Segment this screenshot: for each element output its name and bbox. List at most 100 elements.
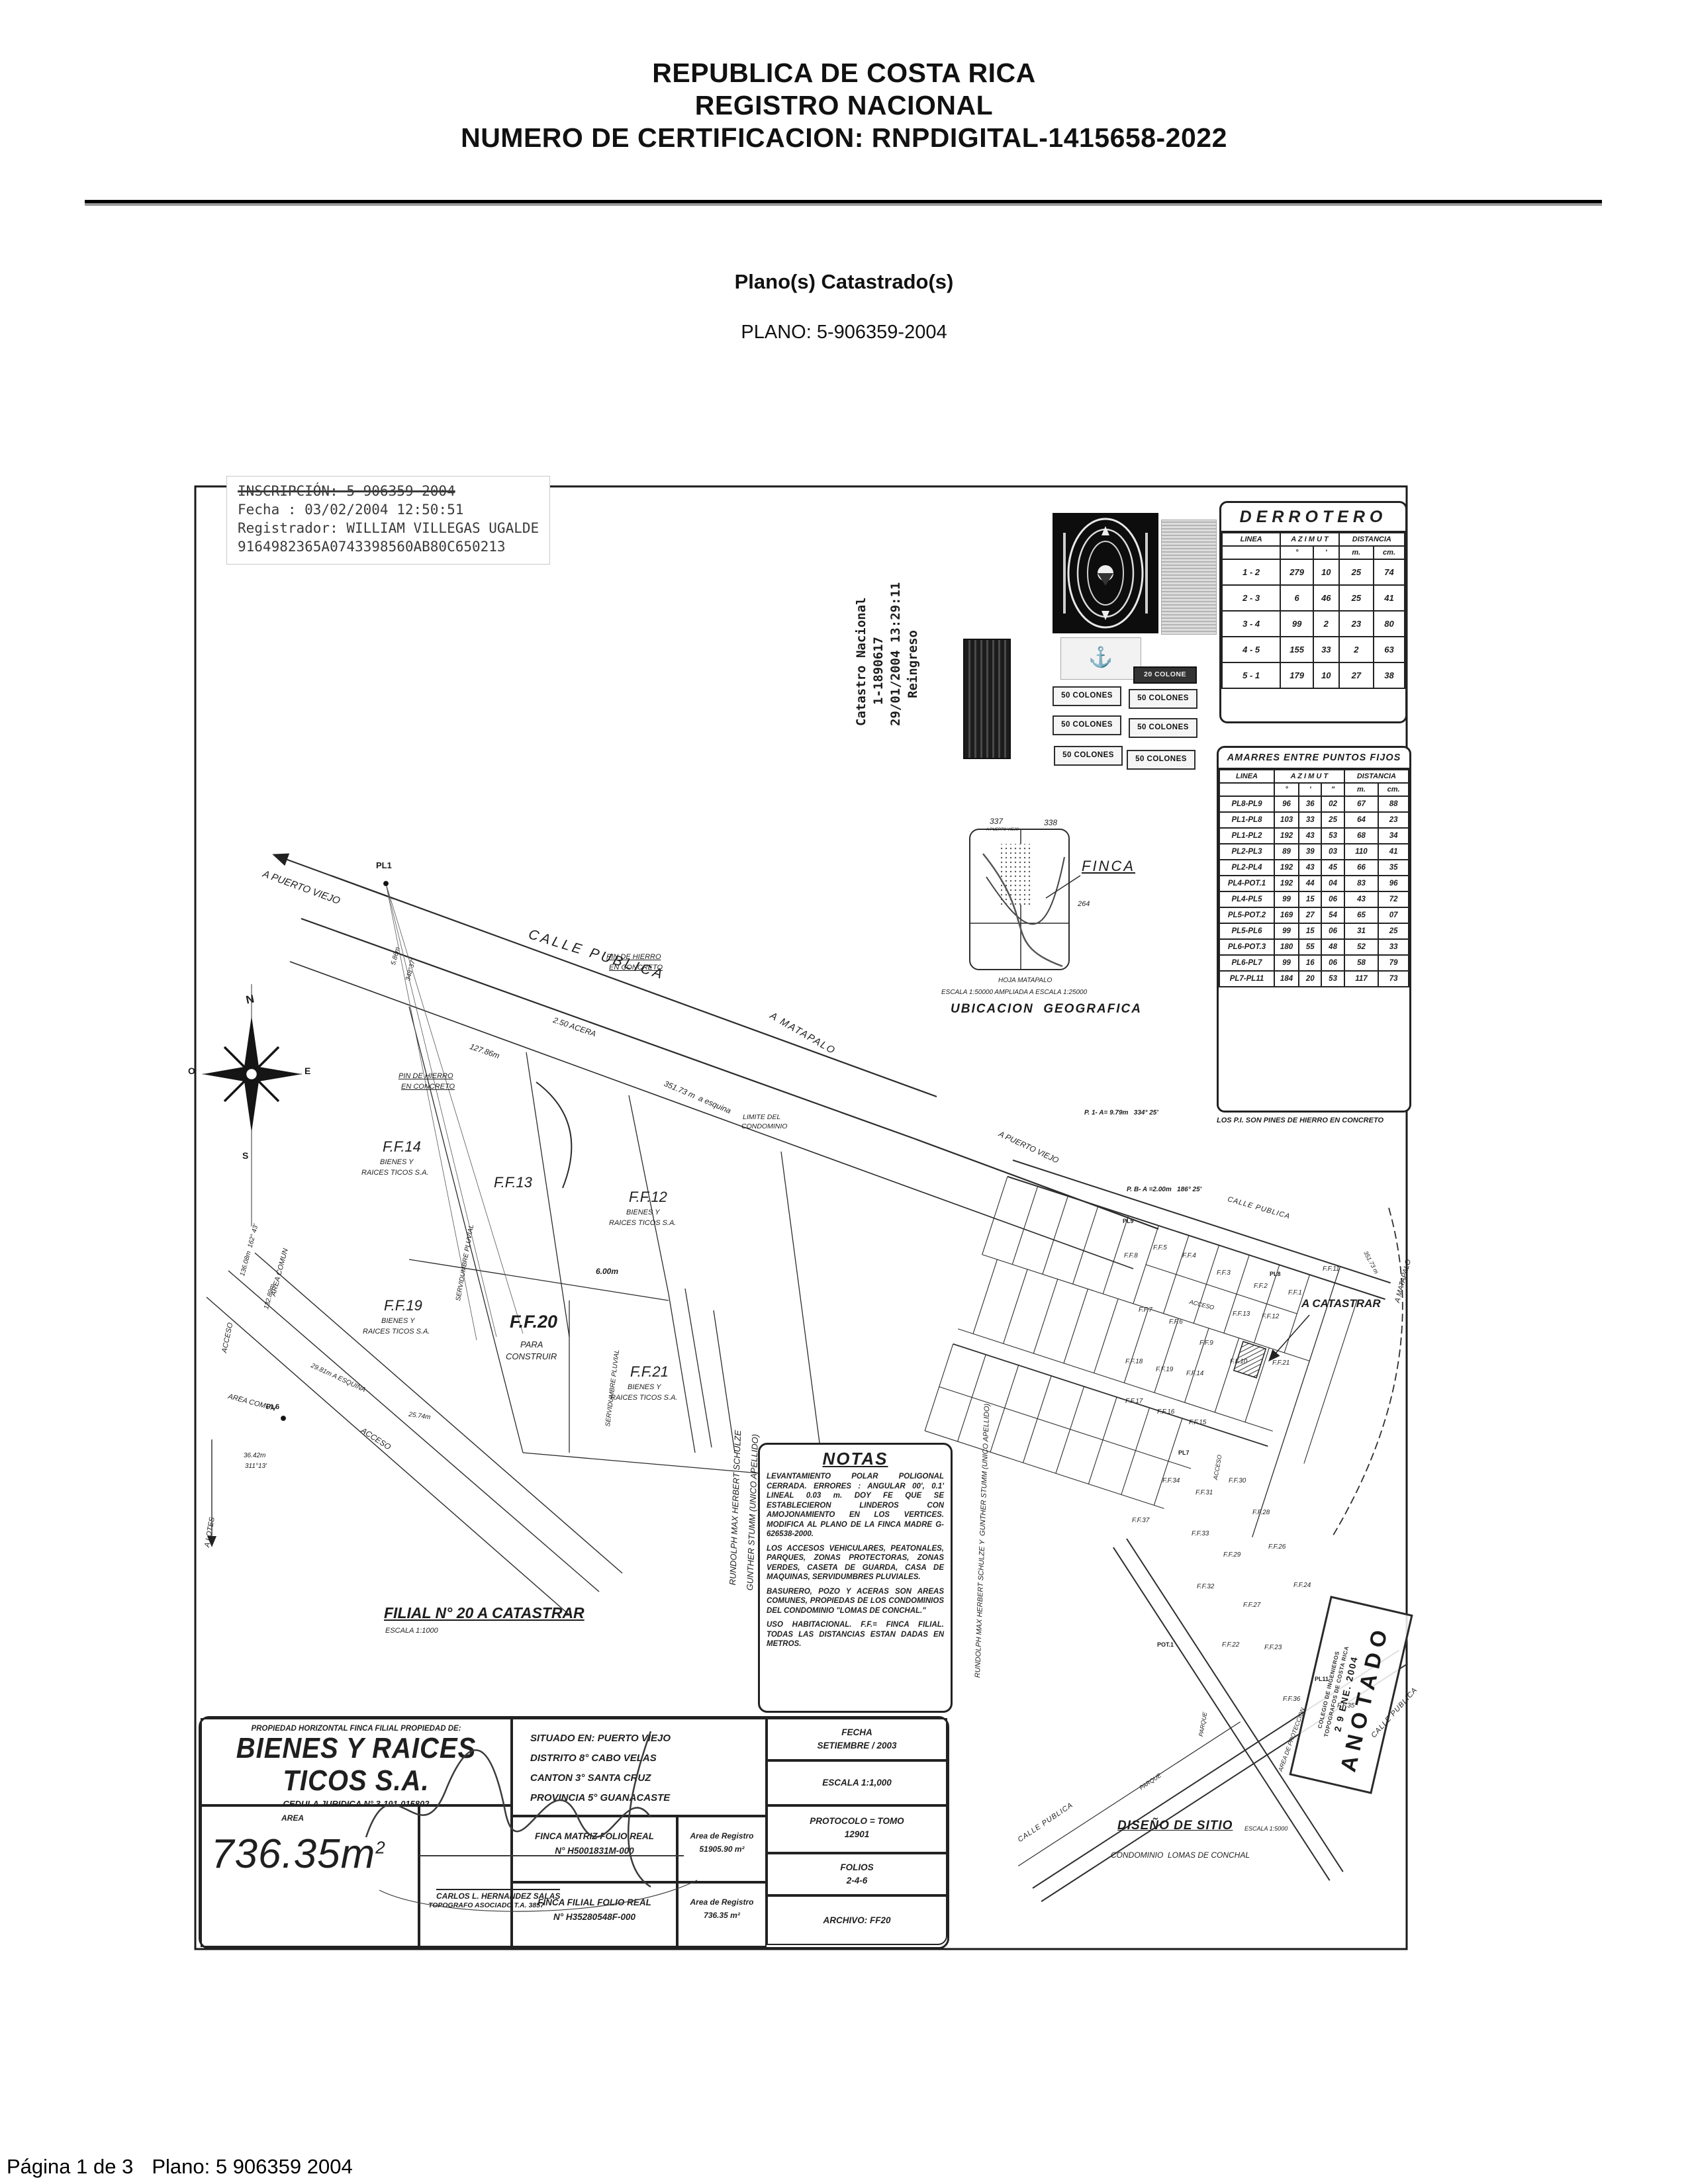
map-label: LIMITE DEL (743, 1113, 781, 1121)
fiscal-stamp-tall (963, 639, 1011, 759)
map-label: F.F.14 (383, 1138, 421, 1155)
footer-plano: Plano: 5 906359 2004 (152, 2155, 353, 2178)
map-label: F.F.16 (1157, 1408, 1175, 1416)
filial-area-cell: Area de Registro 736.35 m² (677, 1882, 767, 1947)
map-label: F.F.7 (1139, 1306, 1152, 1314)
table-row: 4 - 5 155 33 2 63 (1221, 636, 1405, 663)
map-label: F.F.36 (1283, 1696, 1301, 1703)
document-header: REPUBLICA DE COSTA RICA REGISTRO NACIONA… (0, 57, 1688, 154)
map-label: BIENES Y (381, 1317, 415, 1325)
map-label: ESCALA 1:50000 AMPLIADA A ESCALA 1:25000 (941, 989, 1088, 996)
map-label: PARA (520, 1340, 543, 1349)
map-label: F.F.34 (1162, 1477, 1180, 1484)
table-row: PL5-PL6 99 15 06 31 25 (1219, 923, 1409, 940)
revenue-stamp: 50 COLONES (1127, 750, 1196, 770)
location-cell: SITUADO EN: PUERTO VIEJO DISTRITO 8° CAB… (512, 1718, 767, 1816)
plan-linework (194, 485, 1409, 1950)
map-label: F.F.30 (1229, 1477, 1246, 1484)
map-label: A CATASTRAR (1301, 1297, 1381, 1310)
provincia: PROVINCIA 5° GUANACASTE (530, 1792, 671, 1803)
amarres-table: AMARRES ENTRE PUNTOS FIJOS LINEA A Z I M… (1217, 746, 1411, 1113)
map-label: F.F.24 (1293, 1582, 1311, 1589)
revenue-stamp: 50 COLONES (1054, 746, 1123, 766)
inscription-hash: 9164982365A0743398560AB80C650213 (238, 539, 506, 555)
map-label: FILIAL N° 20 A CATASTRAR (384, 1604, 585, 1621)
map-label: PL9 (1123, 1218, 1134, 1224)
col-azimut: A Z I M U T (1280, 532, 1340, 547)
map-label: RAICES TICOS S.A. (361, 1169, 429, 1177)
map-label: F.F.35 (1337, 1702, 1355, 1709)
map-label: F.F.18 (1125, 1358, 1143, 1365)
table-row: 5 - 1 179 10 27 38 (1221, 662, 1405, 689)
area-cell: AREA 736.35m2 (201, 1805, 419, 1947)
revenue-stamp-20: 20 COLONE (1133, 666, 1197, 684)
table-row: 1 - 2 279 10 25 74 (1221, 559, 1405, 586)
table-row: PL6-POT.3 180 55 48 52 33 (1219, 938, 1409, 956)
table-row: PL1-PL8 103 33 25 64 23 (1219, 811, 1409, 829)
topographer-name: CARLOS L. HERNANDEZ SALAS (436, 1889, 561, 1901)
map-label: EN CONCRETO (609, 964, 663, 972)
map-label: F.F.6 (1169, 1318, 1183, 1326)
owner-cell: PROPIEDAD HORIZONTAL FINCA FILIAL PROPIE… (201, 1718, 512, 1809)
map-label: F.F.21 (630, 1363, 669, 1380)
notas-title: NOTAS (822, 1449, 888, 1469)
revenue-stamp: 50 COLONES (1129, 689, 1197, 709)
map-label: DISEÑO DE SITIO (1117, 1819, 1233, 1833)
scanned-cadastral-plan: INSCRIPCIÓN: 5-906359-2004 Fecha : 03/02… (165, 420, 1419, 1969)
header-registry: REGISTRO NACIONAL (694, 90, 994, 120)
map-label: PIN DE HIERRO (606, 953, 661, 961)
derrotero-title: DERROTERO (1221, 503, 1405, 532)
archivo-cell: ARCHIVO: FF20 (767, 1895, 947, 1945)
map-label: F.F.2 (1254, 1283, 1268, 1290)
map-label: F.F.27 (1243, 1602, 1261, 1609)
notas-paragraph: BASURERO, POZO Y ACERAS SON AREAS COMUNE… (767, 1587, 944, 1615)
map-label: BIENES Y (626, 1208, 660, 1216)
finca-matriz-cell: FINCA MATRIZ FOLIO REAL N° H5001831M-000 (512, 1816, 677, 1882)
owner-name: BIENES Y RAICES TICOS S.A. (236, 1733, 477, 1797)
map-label: S (242, 1150, 249, 1161)
map-label: RAICES TICOS S.A. (610, 1394, 678, 1402)
table-row: 3 - 4 99 2 23 80 (1221, 610, 1405, 637)
derrotero-table: DERROTERO LINEA A Z I M U T DISTANCIA ° … (1219, 501, 1407, 723)
map-label: 6.00m (596, 1267, 619, 1276)
map-label: CONDOMINIO (741, 1122, 788, 1130)
inscription-number: INSCRIPCIÓN: 5-906359-2004 (238, 483, 455, 499)
map-label: ESCALA 1:5000 (1244, 1825, 1288, 1832)
map-label: F.F.28 (1252, 1509, 1270, 1516)
matriz-area-cell: Area de Registro 51905.90 m² (677, 1816, 767, 1882)
revenue-stamp: 50 COLONES (1129, 718, 1197, 738)
map-label: PL7 (1178, 1449, 1190, 1456)
map-label: 338 (1044, 818, 1058, 827)
fiscal-stamp-partial (1161, 520, 1217, 635)
map-label: F.F.37 (1132, 1517, 1150, 1524)
notas-box: NOTAS LEVANTAMIENTO POLAR POLIGONAL CERR… (758, 1443, 953, 1713)
map-label: PL6 (266, 1403, 280, 1411)
page-number: Página 1 de 3 (7, 2155, 134, 2178)
map-label: F.F.11 (1323, 1265, 1340, 1273)
situado: SITUADO EN: PUERTO VIEJO (530, 1733, 671, 1744)
subtitle: Plano(s) Catastrado(s) (734, 270, 954, 293)
map-label: CONDOMINIO LOMAS DE CONCHAL (1111, 1850, 1250, 1860)
compass-rose (203, 984, 302, 1226)
table-row: PL4-PL5 99 15 06 43 72 (1219, 891, 1409, 908)
map-label: E (305, 1066, 311, 1076)
distrito: DISTRITO 8° CABO VELAS (530, 1752, 657, 1764)
map-label: Catastro Nacional (854, 597, 868, 726)
page-footer: Página 1 de 3 Plano: 5 906359 2004 (7, 2155, 371, 2179)
map-label: A PUERTO VIEJO (986, 828, 1019, 832)
map-label: 1-1890617 (871, 637, 886, 705)
map-label: F.F.13 (494, 1174, 532, 1191)
header-country: REPUBLICA DE COSTA RICA (652, 58, 1036, 88)
table-row: PL6-PL7 99 16 06 58 79 (1219, 954, 1409, 972)
map-label: RAICES TICOS S.A. (609, 1219, 677, 1227)
map-label: 29/01/2004 13:29:11 (888, 582, 903, 726)
map-label: PL8 (1270, 1271, 1281, 1277)
map-label: F.F.20 (510, 1312, 558, 1332)
map-label: F.F.17 (1125, 1398, 1143, 1405)
inscription-registrar: Registrador: WILLIAM VILLEGAS UGALDE (238, 520, 539, 536)
map-label: UBICACION GEOGRAFICA (951, 1002, 1142, 1016)
map-label: F.F.15 (1189, 1419, 1207, 1426)
amarres-title: AMARRES ENTRE PUNTOS FIJOS (1219, 748, 1409, 769)
table-row: PL1-PL2 192 43 53 68 34 (1219, 827, 1409, 844)
map-label: HOJA MATAPALO (998, 977, 1053, 984)
